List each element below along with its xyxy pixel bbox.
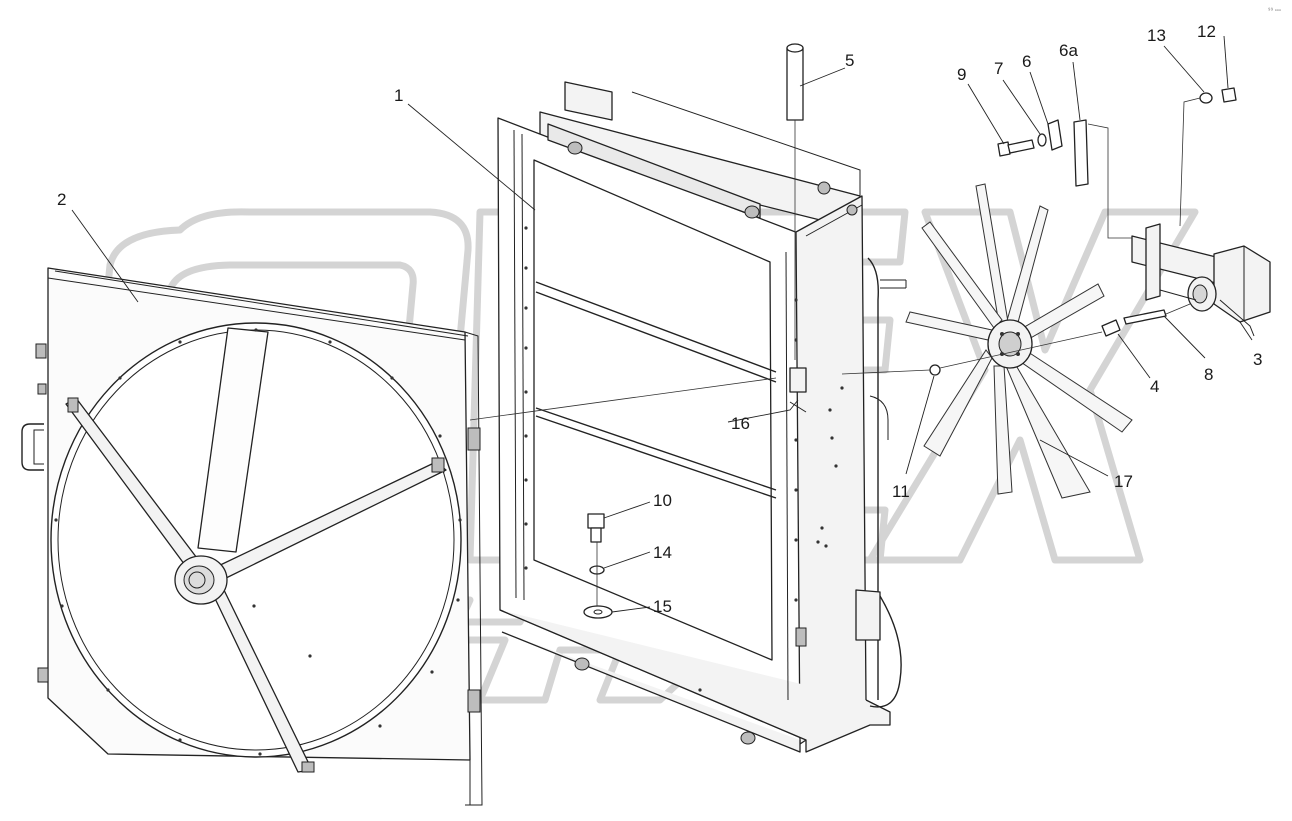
callout-6a: 6а [1059, 41, 1078, 60]
fan-shroud [21, 267, 483, 806]
rim-clip [431, 457, 445, 473]
pin-5 [786, 43, 804, 360]
callout-9: 9 [957, 65, 966, 84]
bracket-16 [789, 367, 807, 413]
callout-7: 7 [994, 59, 1003, 78]
callout-2: 2 [57, 190, 66, 209]
rim-clip [301, 761, 315, 773]
nut-11 [929, 364, 941, 376]
callout-16: 16 [731, 414, 750, 433]
callout-17: 17 [1114, 472, 1133, 491]
callout-4: 4 [1150, 377, 1159, 396]
callout-8: 8 [1204, 365, 1213, 384]
corner-mark: ⁹⁹ ▫▫▫ [1268, 7, 1281, 14]
bolt-10 [587, 513, 605, 543]
callout-1: 1 [394, 86, 403, 105]
stud-8 [1123, 309, 1167, 325]
rim-holes [54, 328, 462, 756]
washer-13 [1199, 92, 1213, 104]
plate-6a [1073, 119, 1089, 187]
fan-17 [905, 183, 1133, 499]
callout-11: 11 [892, 482, 910, 501]
callout-3: 3 [1253, 350, 1262, 369]
callout-13: 13 [1147, 26, 1166, 45]
callout-15: 15 [653, 597, 672, 616]
rim-clip [67, 397, 79, 413]
washer-15 [583, 605, 613, 619]
washer-7 [1037, 133, 1047, 147]
callout-14: 14 [653, 543, 672, 562]
nut-12 [1221, 87, 1237, 103]
callout-12: 12 [1197, 22, 1216, 41]
callout-labels: 1 2 3 4 5 6 6а 7 8 9 10 11 12 13 14 15 1… [57, 22, 1262, 616]
bolt-9 [997, 139, 1035, 157]
callout-5: 5 [845, 51, 854, 70]
callout-6: 6 [1022, 52, 1031, 71]
callout-10: 10 [653, 491, 672, 510]
bracket-6 [1047, 119, 1063, 151]
spacer-4 [1101, 319, 1121, 337]
leader-lines [71, 35, 1253, 613]
fan-drive-3 [1131, 223, 1271, 337]
